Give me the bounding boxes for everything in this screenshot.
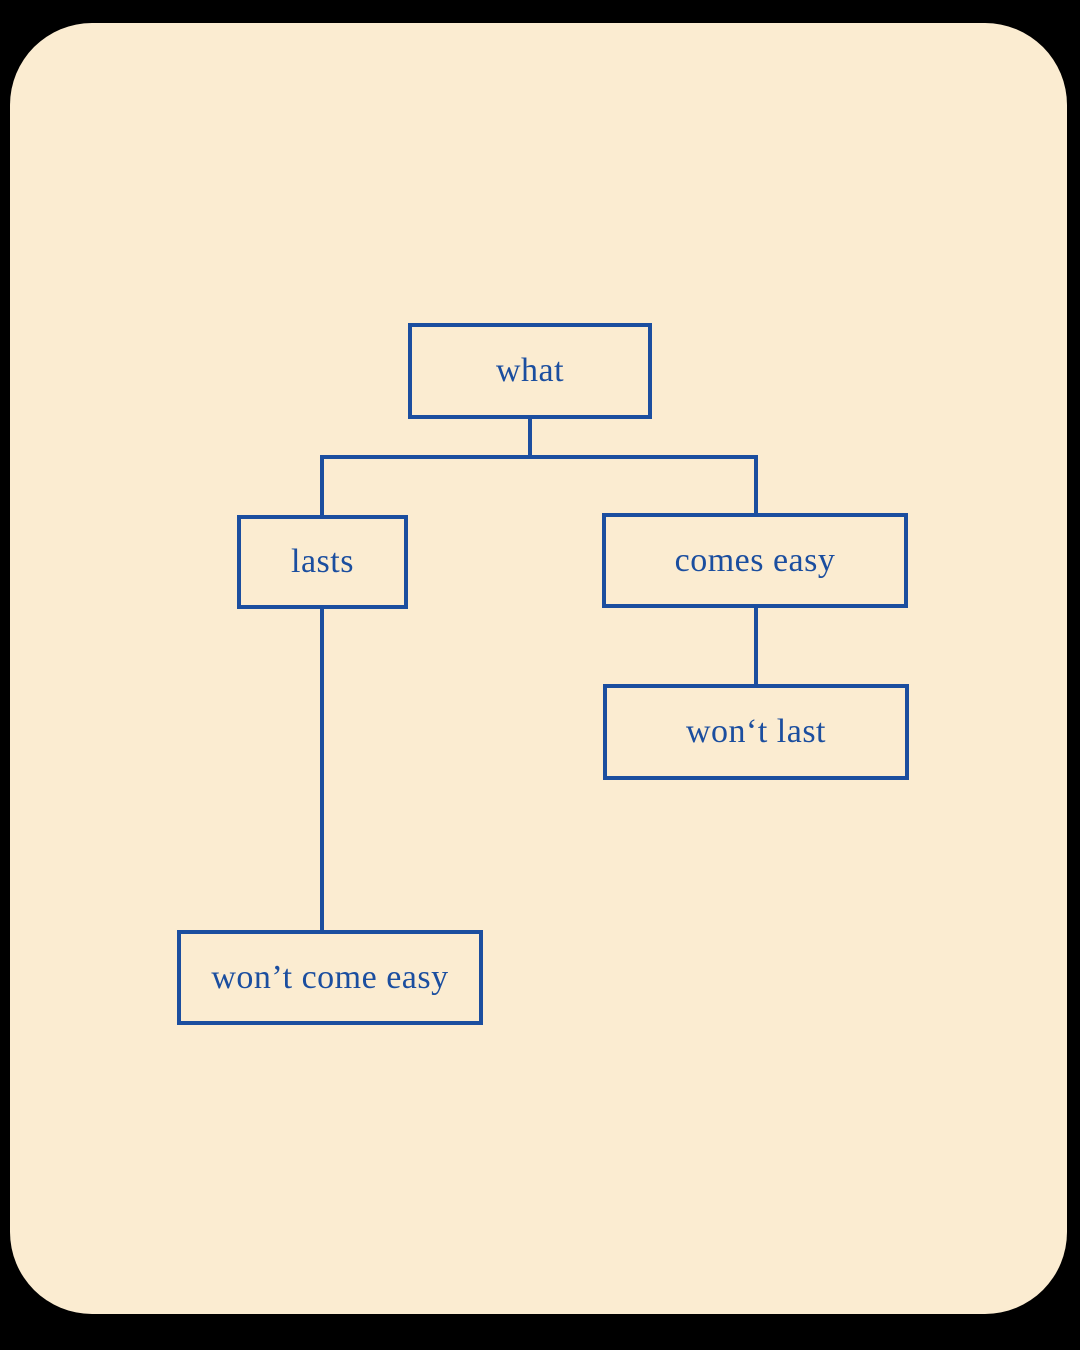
node-lasts: lasts: [237, 515, 408, 609]
connector-lasts-to-wont-come-easy: [320, 607, 324, 930]
connector-branch-bar: [320, 455, 758, 459]
connector-to-comes-easy: [754, 455, 758, 513]
node-wont-last-label: won‘t last: [685, 713, 827, 750]
node-what-label: what: [495, 352, 565, 389]
node-what: what: [408, 323, 652, 419]
flowchart-canvas: what lasts comes easy won‘t last won’t c…: [10, 23, 1067, 1314]
connector-comes-easy-to-wont-last: [754, 606, 758, 684]
node-wont-come-easy-label: won’t come easy: [211, 958, 449, 996]
node-wont-come-easy: won’t come easy: [177, 930, 483, 1025]
connector-to-lasts: [320, 455, 324, 515]
node-lasts-label: lasts: [291, 543, 354, 580]
node-comes-easy-label: comes easy: [674, 541, 836, 579]
node-comes-easy: comes easy: [602, 513, 908, 608]
connector-root-down: [528, 417, 532, 459]
node-wont-last: won‘t last: [603, 684, 909, 780]
